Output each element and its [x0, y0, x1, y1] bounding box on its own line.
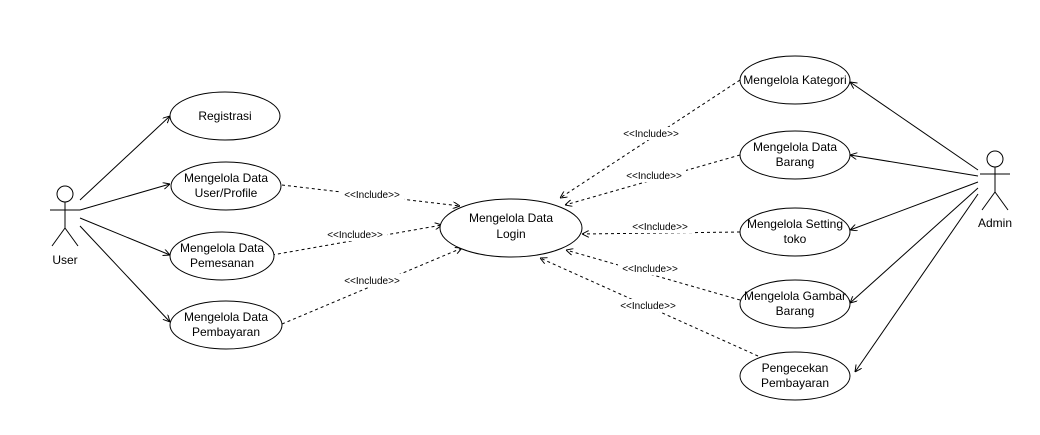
include-label-pengecekan: <<Include>>: [616, 299, 680, 312]
svg-text:Mengelola Gambar: Mengelola Gambar: [744, 289, 846, 303]
include-label-profile: <<Include>>: [340, 188, 404, 201]
svg-text:<<Include>>: <<Include>>: [626, 171, 682, 182]
use-case-user-profile: Mengelola Data User/Profile: [170, 161, 282, 211]
include-label-kategori: <<Include>>: [619, 127, 683, 140]
actor-admin-head: [986, 150, 1004, 168]
use-case-login: Mengelola Data Login: [439, 198, 583, 258]
assoc-user-pembayaran: [79, 225, 170, 322]
assoc-admin-barang: [850, 155, 979, 177]
use-case-gambar: Mengelola Gambar Barang: [739, 279, 851, 329]
assoc-user-pemesanan: [79, 217, 170, 255]
svg-text:<<Include>>: <<Include>>: [623, 129, 679, 140]
svg-text:<<Include>>: <<Include>>: [620, 301, 676, 312]
svg-text:Login: Login: [496, 227, 525, 241]
svg-text:Registrasi: Registrasi: [198, 109, 251, 123]
svg-text:<<Include>>: <<Include>>: [344, 276, 400, 287]
svg-text:User/Profile: User/Profile: [195, 186, 258, 200]
svg-text:Barang: Barang: [776, 304, 815, 318]
include-label-barang: <<Include>>: [622, 169, 686, 182]
svg-text:Pembayaran: Pembayaran: [192, 325, 260, 339]
assoc-admin-gambar: [850, 187, 979, 303]
assoc-admin-pengecekan: [855, 193, 979, 372]
include-line-pengecekan-login: [540, 258, 759, 357]
use-case-pemesanan: Mengelola Data Pemesanan: [169, 231, 275, 281]
svg-text:<<Include>>: <<Include>>: [327, 230, 383, 241]
svg-text:<<Include>>: <<Include>>: [344, 190, 400, 201]
svg-text:<<Include>>: <<Include>>: [632, 222, 688, 233]
svg-text:Pemesanan: Pemesanan: [190, 256, 254, 270]
svg-text:Mengelola Data: Mengelola Data: [469, 211, 553, 225]
assoc-admin-kategori: [850, 82, 979, 171]
actor-user-label: User: [52, 253, 77, 267]
svg-text:<<Include>>: <<Include>>: [622, 264, 678, 275]
actor-admin: Admin: [978, 150, 1012, 230]
svg-text:Mengelola Kategori: Mengelola Kategori: [743, 73, 846, 87]
assoc-admin-setting: [850, 181, 979, 230]
use-case-pembayaran: Mengelola Data Pembayaran: [169, 300, 283, 350]
svg-text:Barang: Barang: [776, 155, 815, 169]
actor-user-head: [56, 185, 74, 203]
svg-text:Mengelola Data: Mengelola Data: [180, 241, 264, 255]
actor-user: User: [50, 185, 80, 267]
use-case-barang: Mengelola Data Barang: [739, 130, 851, 180]
use-case-pengecekan: Pengecekan Pembayaran: [739, 351, 851, 401]
svg-text:Mengelola Data: Mengelola Data: [184, 310, 268, 324]
svg-text:Mengelola Setting: Mengelola Setting: [747, 217, 843, 231]
include-label-pemesanan: <<Include>>: [323, 228, 387, 241]
use-case-registrasi: Registrasi: [169, 91, 281, 141]
svg-text:Pembayaran: Pembayaran: [761, 376, 829, 390]
include-label-pembayaran: <<Include>>: [340, 274, 404, 287]
include-label-gambar: <<Include>>: [618, 262, 682, 275]
svg-text:Mengelola Data: Mengelola Data: [753, 140, 837, 154]
assoc-user-registrasi: [79, 116, 170, 201]
svg-text:toko: toko: [784, 232, 807, 246]
svg-text:Mengelola Data: Mengelola Data: [184, 171, 268, 185]
svg-text:Pengecekan: Pengecekan: [762, 361, 829, 375]
use-case-kategori: Mengelola Kategori: [739, 55, 851, 105]
assoc-user-profile: [79, 184, 170, 211]
actor-admin-label: Admin: [978, 216, 1012, 230]
use-case-setting: Mengelola Setting toko: [739, 207, 851, 257]
include-label-setting: <<Include>>: [628, 220, 692, 233]
